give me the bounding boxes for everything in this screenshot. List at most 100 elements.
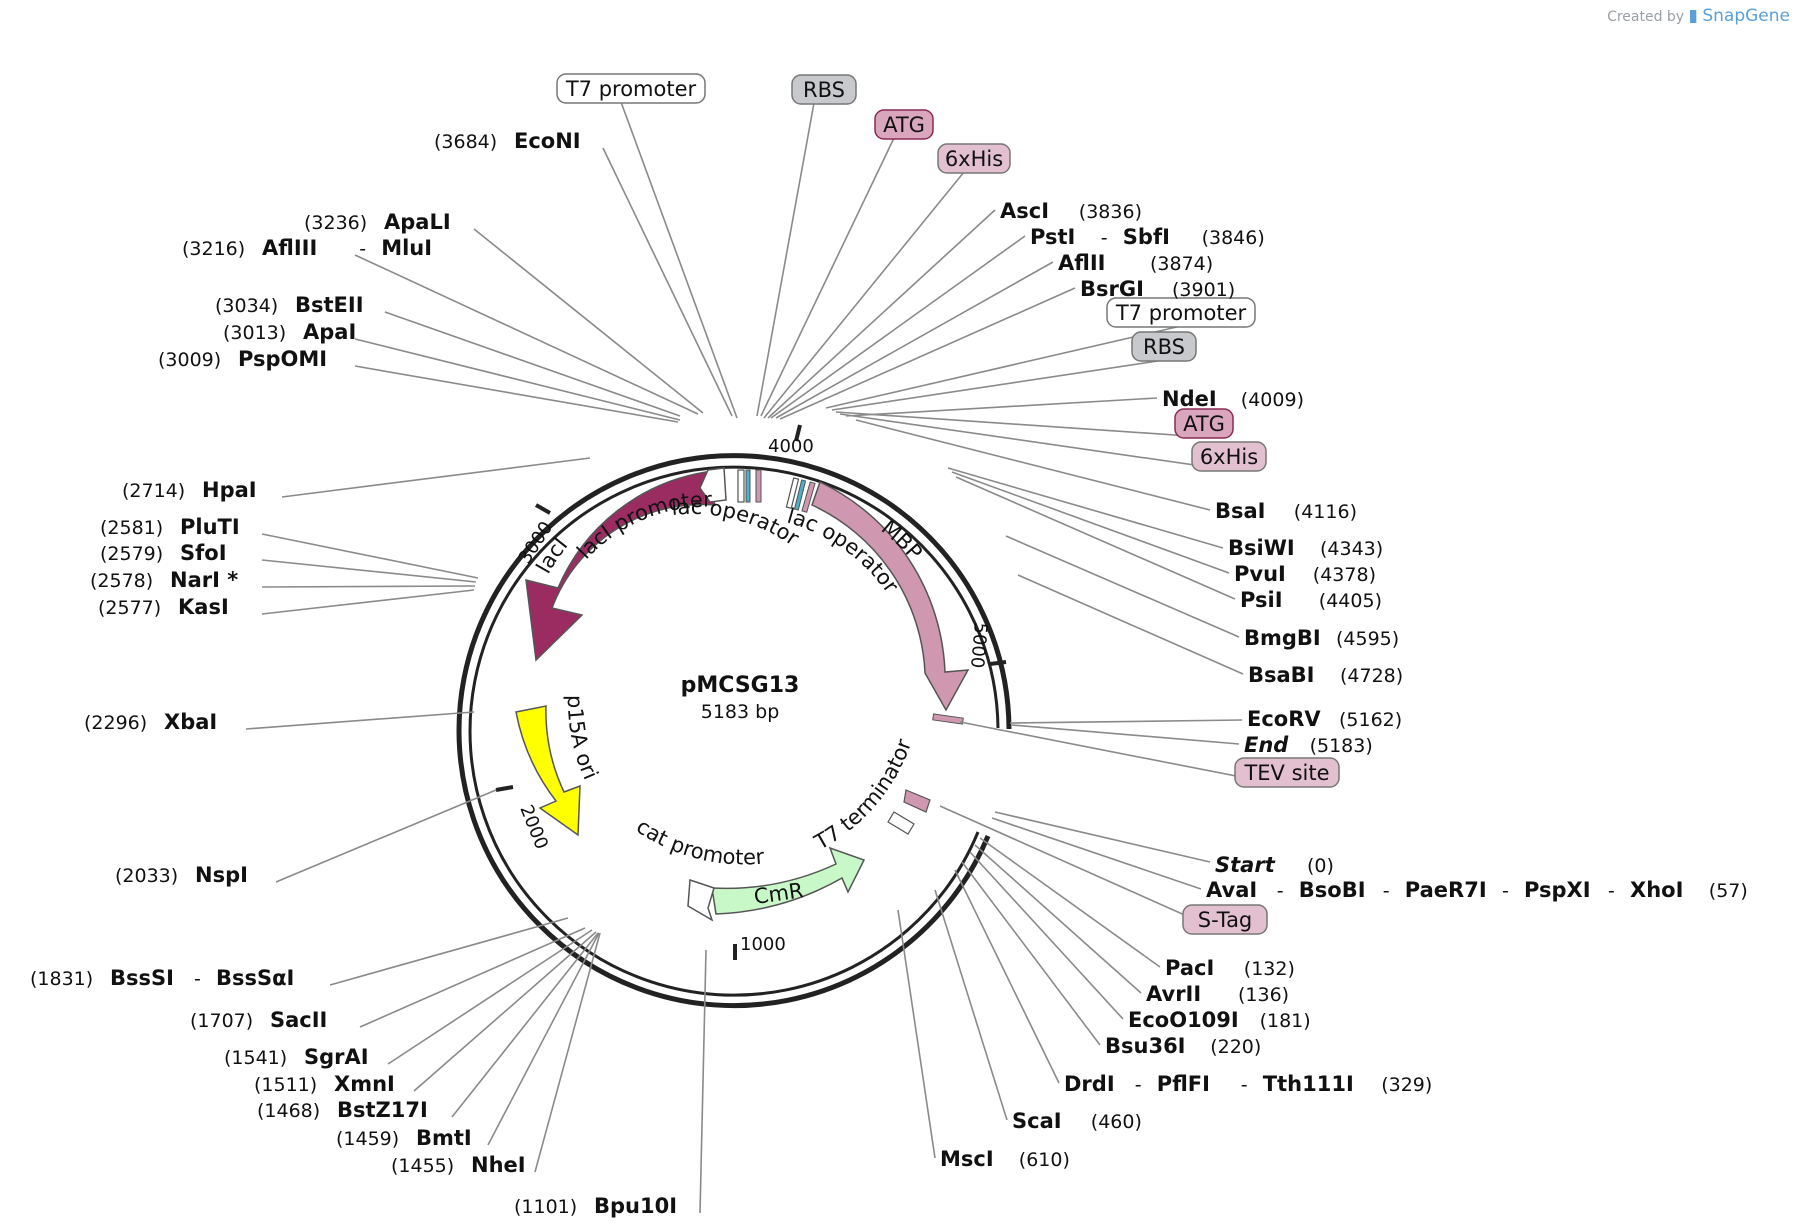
enzyme-bsiwi[interactable]: BsiWI(4343) bbox=[1228, 536, 1383, 560]
enzyme-name: EcoO109I bbox=[1128, 1008, 1239, 1032]
enzyme-name: PvuI bbox=[1234, 562, 1286, 586]
enzyme-psti[interactable]: PstI-SbfI(3846) bbox=[1030, 225, 1265, 249]
enzyme-leader bbox=[261, 589, 475, 615]
enzyme-apai[interactable]: (3013)ApaI bbox=[223, 320, 356, 344]
tick-5000 bbox=[989, 660, 1007, 666]
enzyme-leader bbox=[413, 931, 597, 1092]
enzyme-name: HpaI bbox=[202, 478, 257, 502]
enzyme-nspi[interactable]: (2033)NspI bbox=[115, 863, 248, 887]
enzyme-pluti[interactable]: (2581)PluTI bbox=[100, 515, 240, 539]
feature-MBP[interactable]: MBP bbox=[811, 480, 970, 712]
enzyme-avai[interactable]: AvaI-BsoBI-PaeR7I-PspXI-XhoI(57) bbox=[1206, 878, 1748, 902]
enzyme-psii[interactable]: PsiI(4405) bbox=[1240, 588, 1382, 612]
enzyme-leader bbox=[934, 889, 1008, 1121]
callout-leader bbox=[839, 413, 1230, 471]
enzyme-leader bbox=[451, 932, 599, 1118]
enzyme-name: ApaLI bbox=[384, 210, 451, 234]
enzyme-leader bbox=[994, 811, 1211, 863]
feature-CmR[interactable]: CmR bbox=[711, 846, 866, 915]
callout-6xhis[interactable]: 6xHis bbox=[1191, 441, 1267, 472]
enzyme-separator: - bbox=[194, 968, 201, 990]
enzyme-position: (4116) bbox=[1294, 501, 1357, 523]
callout-atg[interactable]: ATG bbox=[1174, 408, 1234, 439]
enzyme-econi[interactable]: (3684)EcoNI bbox=[434, 129, 581, 153]
enzyme-hpai[interactable]: (2714)HpaI bbox=[122, 478, 257, 502]
enzyme-pspomi[interactable]: (3009)PspOMI bbox=[158, 347, 327, 371]
enzyme-nhei[interactable]: (1455)NheI bbox=[391, 1153, 526, 1177]
callout-s-tag[interactable]: S-Tag bbox=[1182, 904, 1268, 935]
callout-t7-promoter[interactable]: T7 promoter bbox=[556, 73, 706, 104]
his-mark-2 bbox=[801, 481, 816, 513]
enzyme-drdi[interactable]: DrdI-PflFI-Tth111I(329) bbox=[1064, 1072, 1432, 1096]
enzyme-apali[interactable]: (3236)ApaLI bbox=[304, 210, 451, 234]
enzyme-avrii[interactable]: AvrII(136) bbox=[1146, 982, 1289, 1006]
callout-atg[interactable]: ATG bbox=[874, 109, 934, 140]
enzyme-ecoo109i[interactable]: EcoO109I(181) bbox=[1128, 1008, 1311, 1032]
enzyme-bstz17i[interactable]: (1468)BstZ17I bbox=[257, 1098, 428, 1122]
callout-6xhis[interactable]: 6xHis bbox=[937, 143, 1011, 174]
enzyme-paci[interactable]: PacI(132) bbox=[1165, 956, 1295, 980]
enzyme-sacii[interactable]: (1707)SacII bbox=[190, 1008, 327, 1032]
t7-terminator-mark bbox=[887, 811, 915, 835]
callout-text: 6xHis bbox=[945, 147, 1003, 171]
enzyme-ndei[interactable]: NdeI(4009) bbox=[1162, 387, 1304, 411]
enzyme-position: (3836) bbox=[1079, 201, 1142, 223]
enzyme-leader bbox=[855, 419, 1211, 511]
enzyme-bmgbi[interactable]: BmgBI(4595) bbox=[1244, 626, 1399, 650]
enzyme-sgrai[interactable]: (1541)SgrAI bbox=[224, 1045, 369, 1069]
callout-t7-promoter[interactable]: T7 promoter bbox=[1106, 297, 1256, 328]
callout-tev-site[interactable]: TEV site bbox=[1234, 757, 1340, 788]
enzyme-leader bbox=[261, 585, 476, 588]
p15A-ori-label-path: p15A ori bbox=[563, 695, 603, 783]
enzyme-kasi[interactable]: (2577)KasI bbox=[98, 595, 229, 619]
enzyme-leader bbox=[387, 929, 593, 1065]
enzyme-bsssi[interactable]: (1831)BssSI-BssSαI bbox=[30, 966, 294, 990]
enzyme-name: SbfI bbox=[1123, 225, 1170, 249]
enzyme-asci[interactable]: AscI (3836) bbox=[1000, 199, 1142, 223]
enzyme-position: (3846) bbox=[1202, 227, 1265, 249]
enzyme-nari-[interactable]: (2578)NarI * bbox=[90, 568, 238, 592]
enzyme-bsrgi[interactable]: BsrGI(3901) bbox=[1080, 277, 1235, 301]
callout-box bbox=[1191, 441, 1267, 472]
enzyme-name: AscI bbox=[1000, 199, 1049, 223]
enzyme-end[interactable]: End(5183) bbox=[1244, 733, 1373, 757]
enzyme-start[interactable]: Start(0) bbox=[1215, 853, 1334, 877]
enzyme-bsai[interactable]: BsaI(4116) bbox=[1215, 499, 1357, 523]
callout-text: RBS bbox=[1143, 335, 1185, 359]
tick-2000 bbox=[495, 785, 514, 792]
enzyme-name: PacI bbox=[1165, 956, 1214, 980]
enzyme-name: EcoRV bbox=[1247, 707, 1321, 731]
callout-box bbox=[874, 109, 934, 140]
enzyme-msci[interactable]: MscI(610) bbox=[940, 1147, 1070, 1171]
enzyme-bsteii[interactable]: (3034)BstEII bbox=[215, 293, 364, 317]
enzyme-position: (3009) bbox=[158, 349, 221, 371]
enzyme-bsabi[interactable]: BsaBI(4728) bbox=[1248, 663, 1403, 687]
enzyme-name: BstEII bbox=[295, 293, 364, 317]
enzyme-aflii[interactable]: AflII(3874) bbox=[1058, 251, 1213, 275]
callout-box bbox=[791, 74, 857, 105]
enzyme-bmti[interactable]: (1459)BmtI bbox=[336, 1126, 472, 1150]
enzyme-leader bbox=[954, 869, 1060, 1084]
enzyme-position: (136) bbox=[1238, 984, 1289, 1006]
enzyme-afliii[interactable]: (3216)AflIII-MluI bbox=[182, 236, 432, 260]
enzyme-leader bbox=[947, 467, 1224, 549]
callout-rbs[interactable]: RBS bbox=[791, 74, 857, 105]
enzyme-leader bbox=[1011, 724, 1240, 745]
enzyme-bpu10i[interactable]: (1101)Bpu10I bbox=[514, 1194, 677, 1218]
enzyme-xbai[interactable]: (2296)XbaI bbox=[84, 710, 217, 734]
enzyme-scai[interactable]: ScaI(460) bbox=[1012, 1109, 1142, 1133]
tick-label-5000: 5000 bbox=[966, 622, 991, 669]
enzyme-position: (3874) bbox=[1150, 253, 1213, 275]
enzyme-pvui[interactable]: PvuI(4378) bbox=[1234, 562, 1376, 586]
enzyme-position: (2578) bbox=[90, 570, 153, 592]
enzyme-ecorv[interactable]: EcoRV (5162) bbox=[1247, 707, 1402, 731]
enzyme-bsu36i[interactable]: Bsu36I(220) bbox=[1105, 1034, 1261, 1058]
enzyme-position: (4009) bbox=[1241, 389, 1304, 411]
enzyme-leader bbox=[699, 949, 707, 1214]
enzyme-position: (5162) bbox=[1339, 709, 1402, 731]
enzyme-xmni[interactable]: (1511)XmnI bbox=[254, 1072, 395, 1096]
enzyme-position: (4343) bbox=[1320, 538, 1383, 560]
enzyme-sfoi[interactable]: (2579)SfoI bbox=[100, 541, 227, 565]
callout-rbs[interactable]: RBS bbox=[1131, 331, 1197, 362]
callout-box bbox=[1106, 297, 1256, 328]
